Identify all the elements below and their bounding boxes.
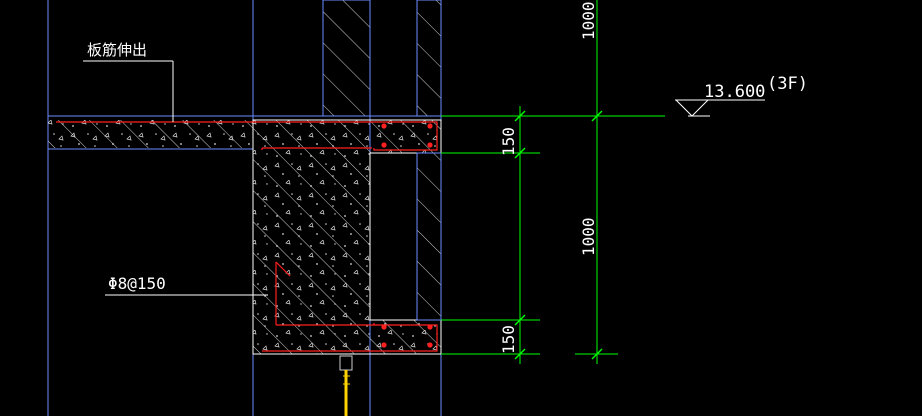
rebar-cage bbox=[56, 121, 438, 352]
dimension-lines bbox=[441, 0, 665, 364]
upper-wall bbox=[322, 0, 442, 117]
slab-rebar-note: 板筋伸出 bbox=[87, 41, 147, 59]
slab-note-leader bbox=[83, 60, 174, 122]
pipe bbox=[339, 355, 353, 416]
elevation-value: 13.600 bbox=[704, 82, 765, 102]
stirrup-note: Φ8@150 bbox=[108, 274, 166, 293]
dim-1000-mid: 1000 bbox=[579, 217, 598, 256]
dim-top-150: 150 bbox=[499, 127, 518, 156]
beam-section bbox=[252, 119, 442, 355]
dim-1000-top: 1000 bbox=[579, 1, 598, 40]
dim-bottom-150: 150 bbox=[499, 325, 518, 354]
floor-tag: (3F) bbox=[767, 74, 808, 94]
elevation-marker bbox=[675, 99, 765, 117]
floor-slab bbox=[48, 120, 253, 148]
rebar-dots bbox=[381, 123, 433, 348]
